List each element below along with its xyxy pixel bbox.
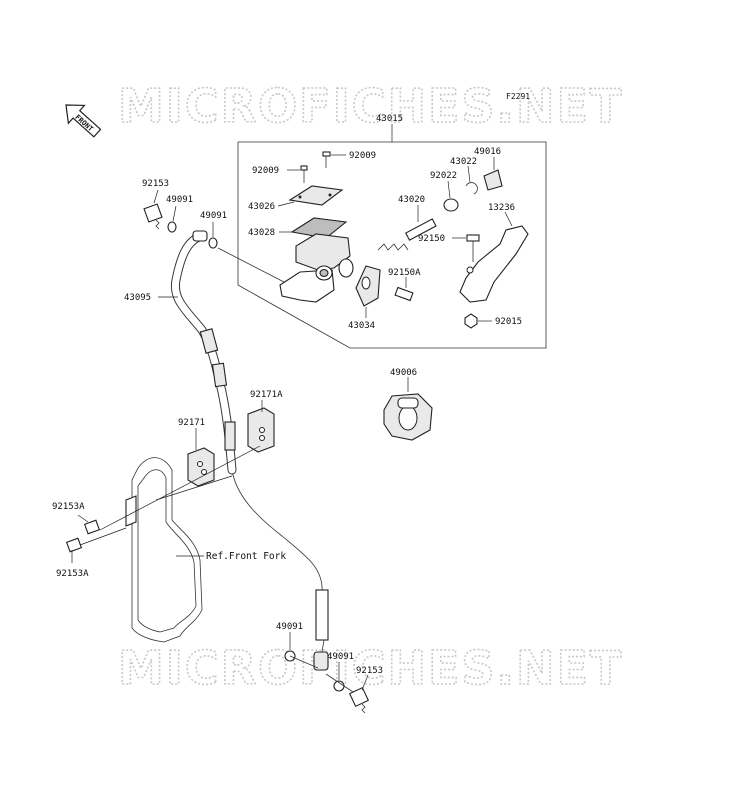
label-43034: 43034 [348, 321, 375, 331]
piston-43020 [377, 218, 437, 251]
label-92015: 92015 [495, 317, 522, 327]
banjo-bolt-92153-top [143, 203, 163, 230]
label-49091-c: 49091 [276, 622, 303, 632]
bolt-92153A-b [65, 537, 83, 553]
hose-guide-49006 [383, 393, 433, 441]
label-92171A: 92171A [250, 390, 283, 400]
label-13236: 13236 [488, 203, 515, 213]
washer-92022 [443, 198, 459, 212]
banjo-bolt-92153-bottom [348, 686, 370, 714]
label-92153-bottom: 92153 [356, 666, 383, 676]
bolt-92150A [394, 286, 414, 302]
lever-13236 [459, 225, 529, 303]
screw-92009-b [322, 151, 346, 168]
reservoir-cap-43026 [288, 185, 344, 206]
label-43020: 43020 [398, 195, 425, 205]
label-49091-a: 49091 [166, 195, 193, 205]
label-43095: 43095 [124, 293, 151, 303]
clamp-92171A [247, 407, 275, 453]
label-92009-b: 92009 [349, 151, 376, 161]
label-43015: 43015 [376, 114, 403, 124]
diagram-code: F2291 [506, 92, 530, 101]
washer-49091-a [167, 221, 177, 233]
label-43022: 43022 [450, 157, 477, 167]
bolt-92153A-a [83, 519, 101, 535]
brake-hose-43095 [170, 230, 329, 671]
label-43028: 43028 [248, 228, 275, 238]
label-92153-top: 92153 [142, 179, 169, 189]
circlip-43022 [465, 182, 478, 195]
watermark-top: MICROFICHES.NET [118, 79, 623, 133]
label-92009-a: 92009 [252, 166, 279, 176]
screw-92009-a [287, 165, 308, 183]
nut-92015 [464, 313, 478, 329]
label-43026: 43026 [248, 202, 275, 212]
label-49091-d: 49091 [327, 652, 354, 662]
label-92171: 92171 [178, 418, 205, 428]
label-92150A: 92150A [388, 268, 421, 278]
ref-front-fork: Ref.Front Fork [206, 551, 286, 562]
label-49006: 49006 [390, 368, 417, 378]
master-cylinder-body [279, 233, 354, 303]
label-92022: 92022 [430, 171, 457, 181]
washer-49091-b [208, 237, 218, 249]
label-92153A-b: 92153A [56, 569, 89, 579]
boot-49016 [483, 169, 503, 191]
clamp-92171 [187, 447, 215, 487]
assembly-box [237, 141, 547, 349]
label-49091-b: 49091 [200, 211, 227, 221]
front-fork-guard [125, 457, 203, 643]
label-92153A-a: 92153A [52, 502, 85, 512]
label-92150: 92150 [418, 234, 445, 244]
front-arrow-icon: FRONT [65, 104, 102, 138]
label-49016: 49016 [474, 147, 501, 157]
watermark-bottom: MICROFICHES.NET [118, 641, 623, 695]
bolt-92150 [466, 234, 480, 262]
